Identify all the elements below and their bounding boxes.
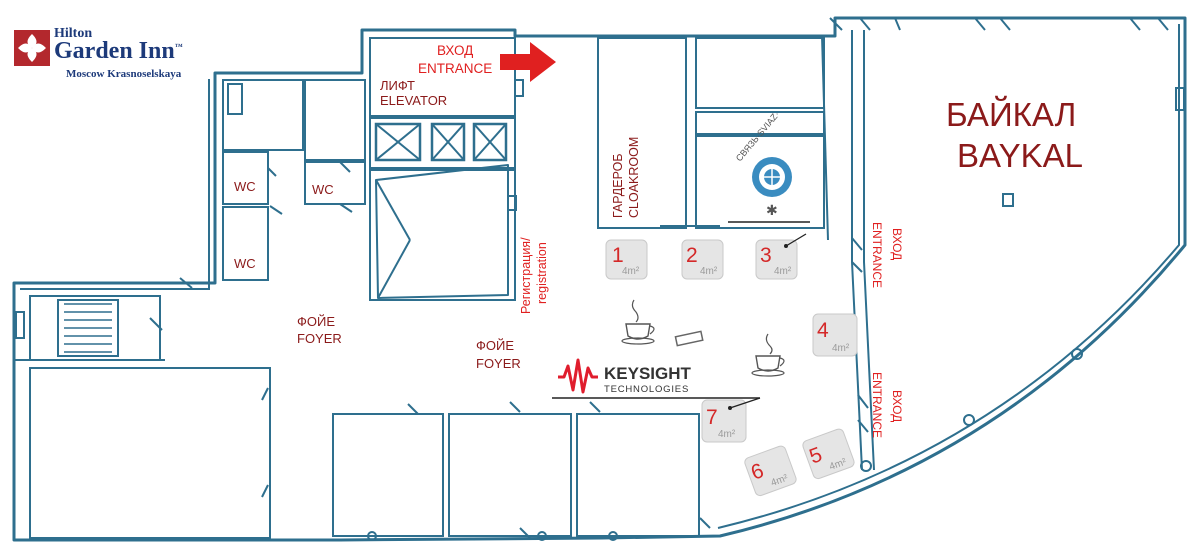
foyer-label-left-en: FOYER (297, 331, 342, 346)
booth-area: 4m² (700, 266, 718, 277)
wc-label-3: WC (234, 256, 256, 271)
cloakroom-block (597, 35, 829, 241)
stair-block (15, 295, 163, 361)
keysight-subtitle: TECHNOLOGIES (604, 384, 689, 395)
entrance-arrow-icon (500, 42, 556, 82)
booth-area: 4m² (832, 343, 850, 354)
foyer-label-center-en: FOYER (476, 356, 521, 371)
booth-number: 1 (612, 244, 624, 267)
wc-label-2: WC (312, 182, 334, 197)
keysight-wave-icon (558, 358, 598, 394)
booth-1[interactable]: 1 4m² (605, 239, 648, 280)
brand-name-main: Garden Inn™ (54, 38, 183, 64)
hall-name-ru: БАЙКАЛ (946, 96, 1076, 133)
booth-area: 4m² (718, 429, 736, 440)
side-entrance-lower-ru: ВХОД (890, 390, 904, 422)
registration-label-ru: Регистрация/ (519, 237, 533, 314)
keysight-name: KEYSIGHT (604, 364, 692, 383)
area-labels: ЛИФТ ELEVATOR WC WC WC ФОЙЕ FOYER ФОЙЕ F… (234, 43, 1083, 438)
cloakroom-label-ru: ГАРДЕРОБ (611, 153, 625, 218)
elevator-block (369, 37, 524, 301)
svg-text:✱: ✱ (766, 203, 778, 219)
booth-3[interactable]: 3 4m² (755, 233, 807, 280)
booth-number: 4 (817, 319, 829, 342)
lower-meeting-rooms (332, 401, 711, 541)
registration-label-en: registration (535, 242, 549, 304)
side-entrance-lower-en: ENTRANCE (870, 372, 884, 438)
hilton-leaf-logo-icon (14, 30, 50, 66)
coffee-cup-icon (751, 333, 785, 377)
booth-6[interactable]: 6 4m² (743, 445, 797, 497)
svyaz-logo: СВЯЗЬ·SVIAZ· ✱ (728, 109, 810, 223)
elevator-label-ru: ЛИФТ (380, 78, 415, 93)
booth-4[interactable]: 4 4m² (812, 313, 858, 357)
foyer-label-center-ru: ФОЙЕ (476, 338, 514, 353)
elevator-label-en: ELEVATOR (380, 93, 447, 108)
booth-area: 4m² (774, 266, 792, 277)
brand-name-top: Hilton (54, 26, 93, 41)
side-entrance-upper-en: ENTRANCE (870, 222, 884, 288)
booth-number: 2 (686, 244, 698, 267)
brand-location: Moscow Krasnoselskaya (66, 68, 182, 80)
keysight-logo: KEYSIGHT TECHNOLOGIES (552, 358, 760, 399)
baykal-hall-walls (829, 17, 1185, 472)
wc-block (179, 79, 366, 289)
booth-2[interactable]: 2 4m² (681, 239, 724, 280)
table (674, 330, 704, 347)
booth-area: 4m² (622, 266, 640, 277)
entrance-top-label-en: ENTRANCE (418, 61, 492, 76)
entrance-top-label-ru: ВХОД (437, 43, 473, 58)
left-large-room (29, 367, 271, 539)
hotel-logo: Hilton Garden Inn™ Moscow Krasnoselskaya (14, 26, 214, 80)
svyaz-globe-icon (752, 157, 792, 197)
wc-label-1: WC (234, 179, 256, 194)
cloakroom-label-en: CLOAKROOM (627, 137, 641, 218)
booth-5[interactable]: 5 4m² (801, 428, 855, 480)
hall-name-en: BAYKAL (957, 137, 1083, 174)
booth-7[interactable]: 7 4m² (701, 397, 761, 443)
coffee-cup-icon (621, 299, 655, 345)
booth-number: 3 (760, 244, 772, 267)
foyer-label-left-ru: ФОЙЕ (297, 314, 335, 329)
side-entrance-upper-ru: ВХОД (890, 228, 904, 260)
booth-number: 7 (706, 406, 718, 429)
